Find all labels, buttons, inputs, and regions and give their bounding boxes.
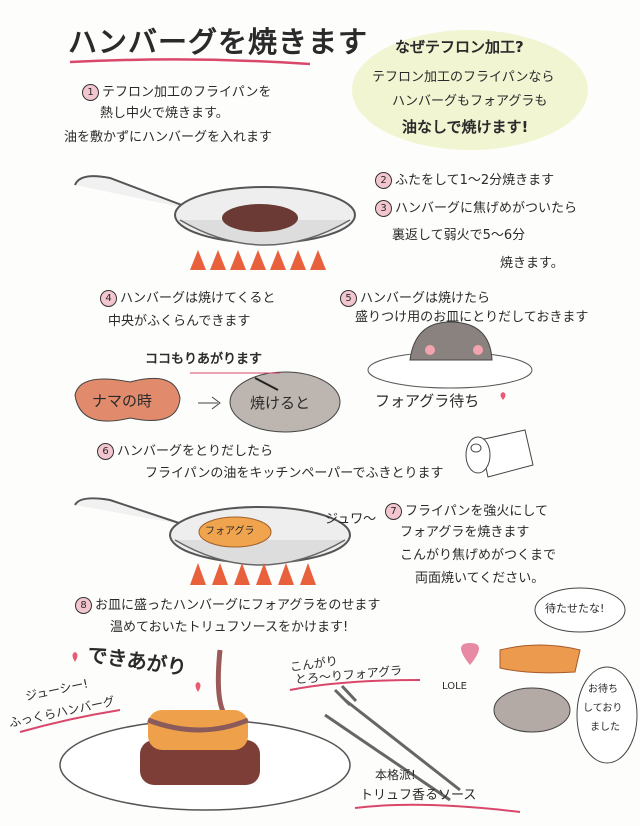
raw-label: ナマの時 <box>92 392 153 410</box>
step-text: 焼きます。 <box>500 256 564 271</box>
paper-roll-drawing <box>465 429 534 478</box>
step-text: ハンバーグは焼けてくると <box>120 291 276 306</box>
step-number: 6 <box>97 443 114 460</box>
step-text: 温めておいたトリュフソースをかけます! <box>110 620 349 635</box>
love-label: LOLE <box>442 681 467 692</box>
foie-gras-face <box>499 644 581 674</box>
step-number: 4 <box>100 290 117 307</box>
sauce-label: 本格派! <box>375 768 416 782</box>
step-text: お皿に盛ったハンバーグにフォアグラをのせます <box>95 598 381 613</box>
speech-bubble-2 <box>576 666 638 764</box>
step-text: ハンバーグに焦げめがついたら <box>395 201 578 216</box>
step-number: 8 <box>75 597 92 614</box>
bubble-wait-text: 待たせたな! <box>545 602 605 615</box>
why-heading: なぜテフロン加工? <box>395 38 524 56</box>
pink-underlines <box>19 679 521 813</box>
pan-1-drawing <box>74 175 356 270</box>
step-text: 中央がふくらんできます <box>108 314 251 329</box>
heart-icon <box>195 682 201 692</box>
foie-label: フォアグラ <box>205 526 255 537</box>
bubble-waited-text: ました <box>590 722 620 733</box>
step-number: 3 <box>375 200 392 217</box>
rise-label: ココもりあがります <box>145 352 263 367</box>
why-line: テフロン加工のフライパンなら <box>372 70 555 85</box>
finished-dish-drawing <box>59 649 351 811</box>
hamburg-face <box>493 687 571 733</box>
why-line: 油なしで焼けます! <box>402 118 529 136</box>
arrow-icon <box>198 396 221 410</box>
step-text: 盛りつけ用のお皿にとりだしておきます <box>355 310 589 325</box>
step-text: ふたをして1〜2分焼きます <box>395 173 555 188</box>
heart-icon <box>72 652 78 662</box>
step-text: ハンバーグをとりだしたら <box>117 444 274 459</box>
heart-icon <box>500 392 506 400</box>
title-underline <box>69 58 311 66</box>
step-number: 1 <box>82 84 99 101</box>
step-number: 5 <box>340 290 357 307</box>
why-line: ハンバーグもフォアグラも <box>392 94 548 109</box>
page-title: ハンバーグを焼きます <box>68 25 369 59</box>
step-text: こんがり焦げめがつくまで <box>400 548 557 563</box>
cooked-patty-drawing <box>229 371 341 433</box>
flames-2 <box>190 563 316 585</box>
step-text: フォアグラを焼きます <box>400 525 530 540</box>
step-text: 両面焼いてください。 <box>415 571 545 586</box>
cooked-label: 焼けると <box>250 394 311 412</box>
sauce-label: トリュフ香るソース <box>360 788 477 803</box>
step-text: 裏返して弱火で5〜6分 <box>392 228 526 243</box>
step-text: 熱し中火で焼きます。 <box>100 106 229 121</box>
fork-knife-drawing <box>324 684 461 802</box>
love-heart-icon <box>461 643 479 665</box>
step-text: ハンバーグは焼けたら <box>360 291 491 306</box>
bubble-waited-text: しており <box>583 703 623 714</box>
step-text: フライパンの油をキッチンペーパーでふきとります <box>145 466 444 481</box>
step-number: 2 <box>375 172 392 189</box>
why-bubble <box>352 30 588 150</box>
step-text: 油を敷かずにハンバーグを入れます <box>64 130 273 145</box>
step-text: フライパンを強火にして <box>405 504 549 519</box>
flames-1 <box>190 250 326 270</box>
bubble-waited-text: お待ち <box>588 684 618 695</box>
step-text: テフロン加工のフライパンを <box>102 85 272 100</box>
speech-bubble <box>534 587 626 633</box>
pan-2-drawing <box>74 497 351 585</box>
raw-patty-drawing <box>74 377 181 422</box>
sizzle-label: ジュワ〜 <box>325 512 377 527</box>
pointer-arrow <box>254 377 279 391</box>
step-number: 7 <box>385 503 402 520</box>
waiting-foie-label: フォアグラ待ち <box>375 392 480 410</box>
